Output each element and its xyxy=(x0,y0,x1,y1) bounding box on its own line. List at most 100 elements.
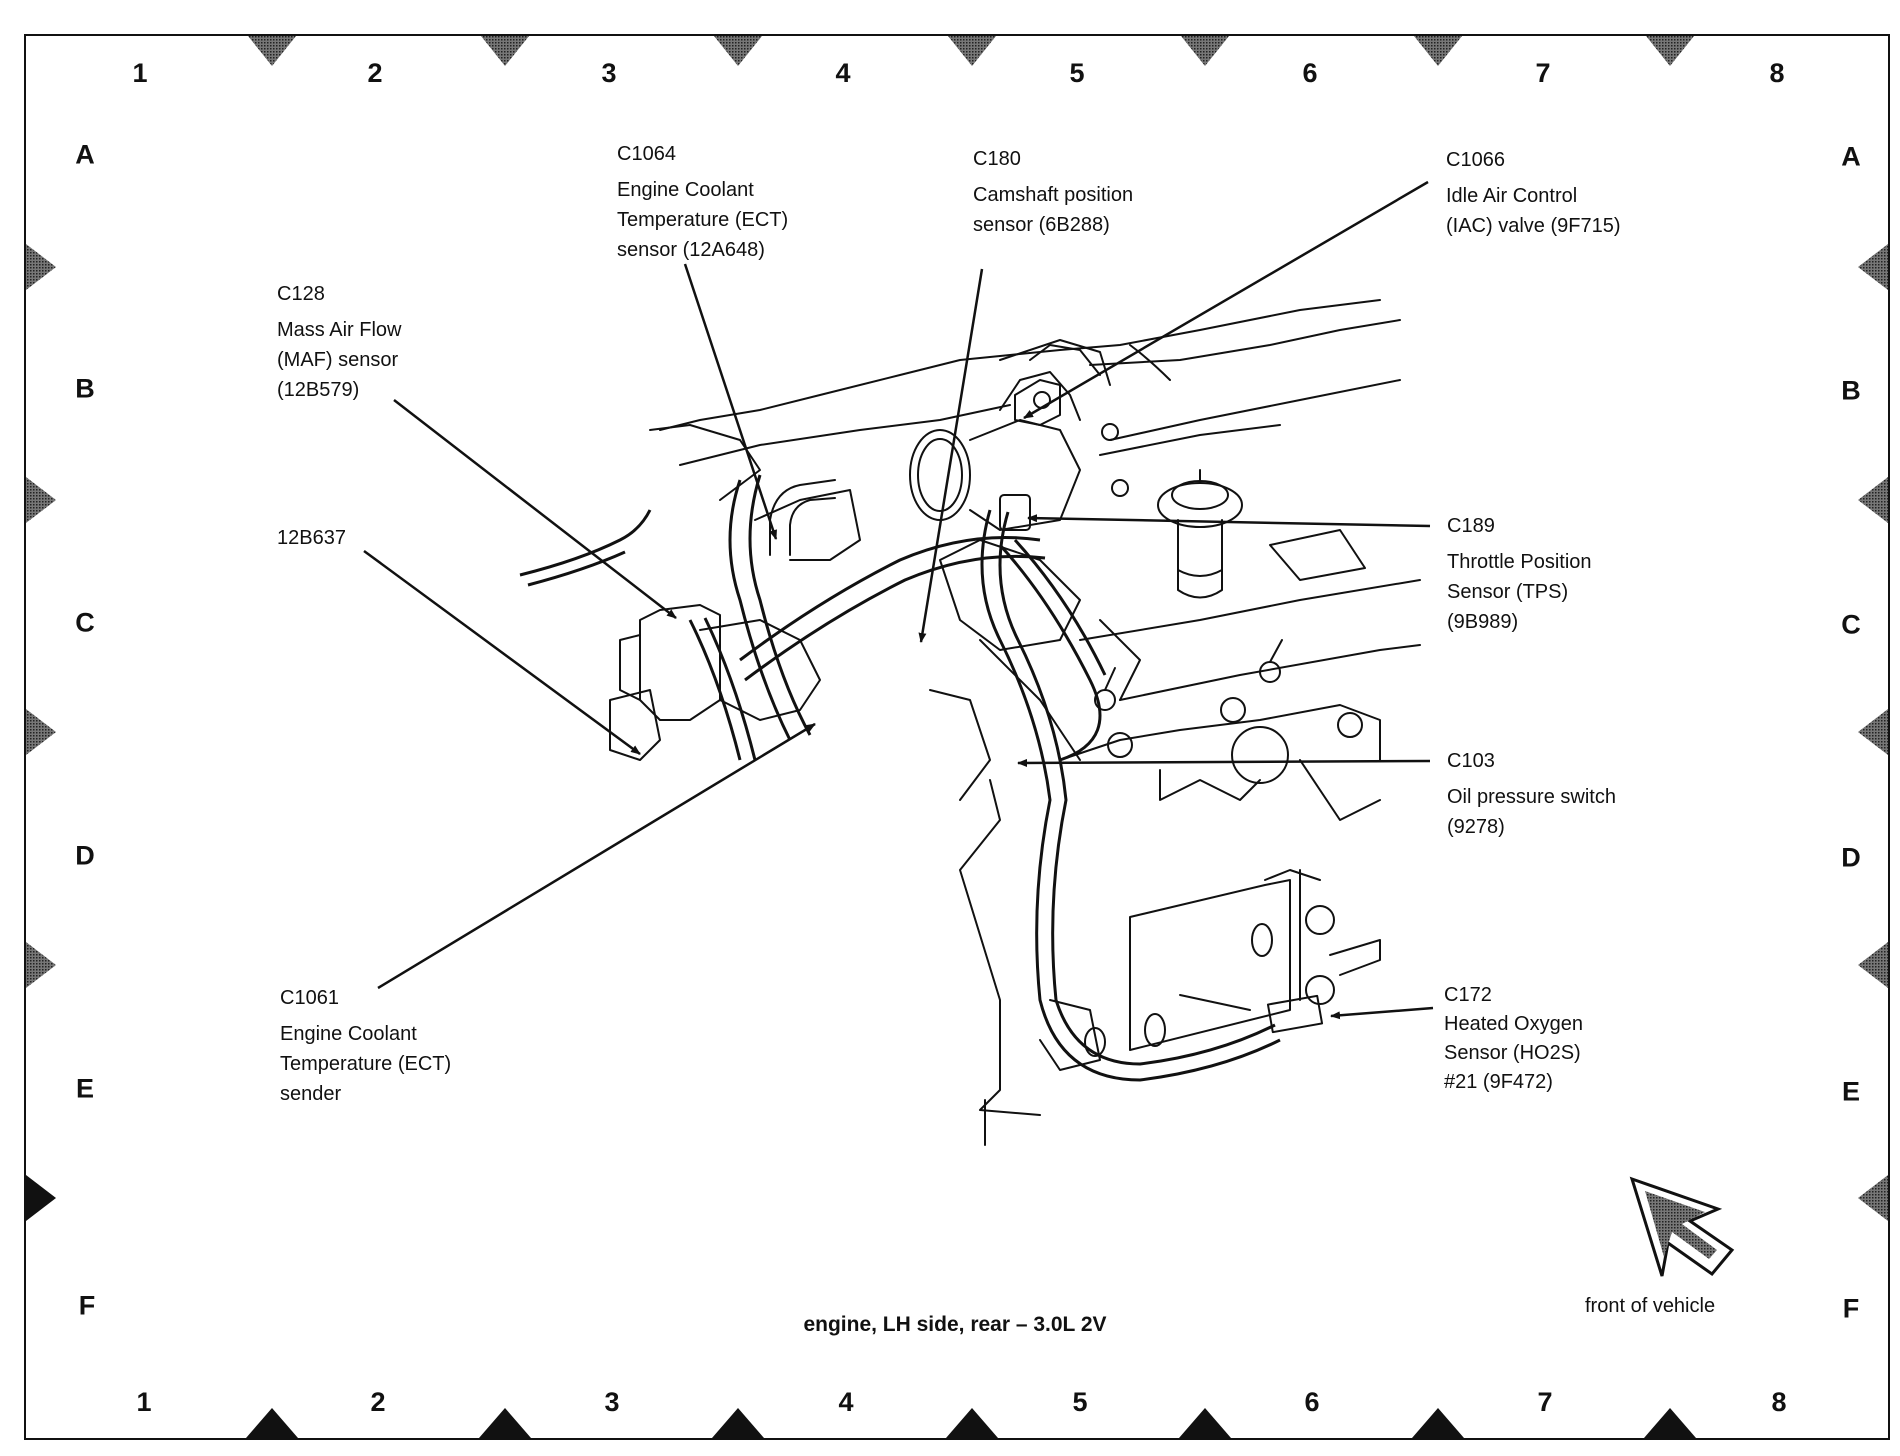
callout-desc-line: Temperature (ECT) xyxy=(617,209,789,231)
leader-line-12b637 xyxy=(363,549,641,756)
callout-code: 12B637 xyxy=(277,527,346,549)
callout-desc-line: (MAF) sensor xyxy=(277,349,399,371)
callout-12b637: 12B637 xyxy=(277,523,346,559)
callout-desc-line: Temperature (ECT) xyxy=(280,1053,452,1075)
bottom-grid-markers xyxy=(246,1408,1696,1438)
grid-marker-triangle-icon xyxy=(1858,1175,1888,1221)
grid-marker-triangle-icon xyxy=(246,1408,298,1438)
grid-marker-triangle-icon xyxy=(479,1408,531,1438)
row-label-left-f: F xyxy=(78,1290,96,1321)
column-label-top-7: 7 xyxy=(1535,58,1551,88)
grid-marker-triangle-icon xyxy=(1858,709,1888,755)
row-label-left-b: B xyxy=(75,373,95,404)
callout-desc-line: Idle Air Control xyxy=(1446,185,1578,207)
callout-c1066: C1066 Idle Air Control (IAC) valve (9F71… xyxy=(1446,145,1621,241)
callout-desc-line: #21 (9F472) xyxy=(1444,1071,1553,1093)
callout-desc-line: (12B579) xyxy=(277,379,360,401)
callout-c1064: C1064 Engine Coolant Temperature (ECT) s… xyxy=(617,139,788,265)
grid-marker-triangle-icon xyxy=(1858,477,1888,523)
column-label-bottom-4: 4 xyxy=(838,1387,854,1417)
ho2s-connector xyxy=(1266,994,1324,1034)
column-label-bottom-2: 2 xyxy=(370,1387,386,1417)
front-of-vehicle-label: front of vehicle xyxy=(1585,1295,1716,1317)
column-label-top-2: 2 xyxy=(367,58,383,88)
engine-drawing xyxy=(609,299,1421,1146)
callout-c180: C180 Camshaft position sensor (6B288) xyxy=(973,144,1133,240)
grid-marker-triangle-icon xyxy=(26,942,56,988)
callout-code: C180 xyxy=(973,148,1021,170)
grid-marker-triangle-icon xyxy=(948,36,996,66)
front-of-vehicle-arrow-icon xyxy=(1629,1176,1735,1277)
diagram-frame xyxy=(24,34,1890,1440)
callout-desc-line: (IAC) valve (9F715) xyxy=(1446,215,1621,237)
column-label-top-4: 4 xyxy=(835,58,851,88)
left-grid-markers xyxy=(26,244,56,1221)
column-label-top-3: 3 xyxy=(601,58,617,88)
leader-line-c1066 xyxy=(1023,180,1429,420)
callout-code: C103 xyxy=(1447,750,1495,772)
grid-marker-triangle-icon xyxy=(1412,1408,1464,1438)
column-label-bottom-8: 8 xyxy=(1771,1387,1787,1417)
column-label-bottom-7: 7 xyxy=(1537,1387,1553,1417)
callout-desc-line: Mass Air Flow xyxy=(277,319,402,341)
grid-marker-triangle-icon xyxy=(714,36,762,66)
callout-c172: C172 Heated Oxygen Sensor (HO2S) #21 (9F… xyxy=(1444,981,1583,1097)
row-label-right-b: B xyxy=(1841,375,1861,406)
heat-shield xyxy=(1129,879,1291,1051)
row-label-left-c: C xyxy=(75,607,95,638)
row-label-right-d: D xyxy=(1841,842,1861,873)
callout-code: C172 xyxy=(1444,984,1492,1006)
callout-c103: C103 Oil pressure switch (9278) xyxy=(1447,746,1616,842)
column-label-top-1: 1 xyxy=(132,58,148,88)
leader-line-c172 xyxy=(1330,1006,1434,1020)
column-label-top-5: 5 xyxy=(1069,58,1085,88)
leader-line-c189 xyxy=(1027,514,1431,528)
callout-desc-line: Sensor (TPS) xyxy=(1447,581,1569,603)
callout-c189: C189 Throttle Position Sensor (TPS) (9B9… xyxy=(1447,511,1592,637)
callout-code: C1066 xyxy=(1446,149,1505,171)
row-label-right-f: F xyxy=(1842,1293,1860,1324)
callout-desc-line: Oil pressure switch xyxy=(1447,786,1616,808)
callout-code: C1064 xyxy=(617,143,676,165)
grid-marker-triangle-icon xyxy=(1414,36,1462,66)
column-label-top-6: 6 xyxy=(1302,58,1318,88)
callout-code: C189 xyxy=(1447,515,1495,537)
grid-marker-triangle-icon xyxy=(1181,36,1229,66)
callout-desc-line: Engine Coolant xyxy=(280,1023,417,1045)
leader-line-c180 xyxy=(918,268,984,643)
callout-desc-line: Engine Coolant xyxy=(617,179,754,201)
callout-code: C1061 xyxy=(280,987,339,1009)
row-label-right-c: C xyxy=(1841,609,1861,640)
leader-line-c1064 xyxy=(683,263,778,540)
callout-c128: C128 Mass Air Flow (MAF) sensor (12B579) xyxy=(277,279,401,405)
callout-c1061: C1061 Engine Coolant Temperature (ECT) s… xyxy=(280,983,451,1109)
callout-desc-line: Throttle Position xyxy=(1447,551,1592,573)
grid-marker-triangle-icon xyxy=(1646,36,1694,66)
row-label-left-e: E xyxy=(75,1073,94,1104)
callout-desc-line: (9B989) xyxy=(1447,611,1519,633)
callout-code: C128 xyxy=(277,283,325,305)
callout-desc-line: sensor (12A648) xyxy=(617,239,765,261)
grid-marker-triangle-icon xyxy=(946,1408,998,1438)
intake-manifold xyxy=(659,299,1381,431)
grid-marker-triangle-icon xyxy=(26,1175,56,1221)
column-label-bottom-6: 6 xyxy=(1304,1387,1320,1417)
grid-marker-triangle-icon xyxy=(1858,244,1888,290)
column-label-bottom-1: 1 xyxy=(136,1387,152,1417)
grid-marker-triangle-icon xyxy=(1644,1408,1696,1438)
callout-desc-line: Camshaft position xyxy=(973,184,1134,206)
grid-marker-triangle-icon xyxy=(26,477,56,523)
row-label-right-e: E xyxy=(1841,1076,1860,1107)
leader-line-c128 xyxy=(393,399,677,619)
callout-desc-line: Heated Oxygen xyxy=(1444,1013,1583,1035)
wiring-harness xyxy=(519,474,1281,1082)
callout-desc-line: sensor (6B288) xyxy=(973,214,1110,236)
grid-marker-triangle-icon xyxy=(26,709,56,755)
grid-marker-triangle-icon xyxy=(712,1408,764,1438)
grid-marker-triangle-icon xyxy=(1858,942,1888,988)
grid-marker-triangle-icon xyxy=(26,244,56,290)
grid-marker-triangle-icon xyxy=(248,36,296,66)
tps-connector xyxy=(999,494,1031,531)
row-label-left-a: A xyxy=(75,139,95,170)
